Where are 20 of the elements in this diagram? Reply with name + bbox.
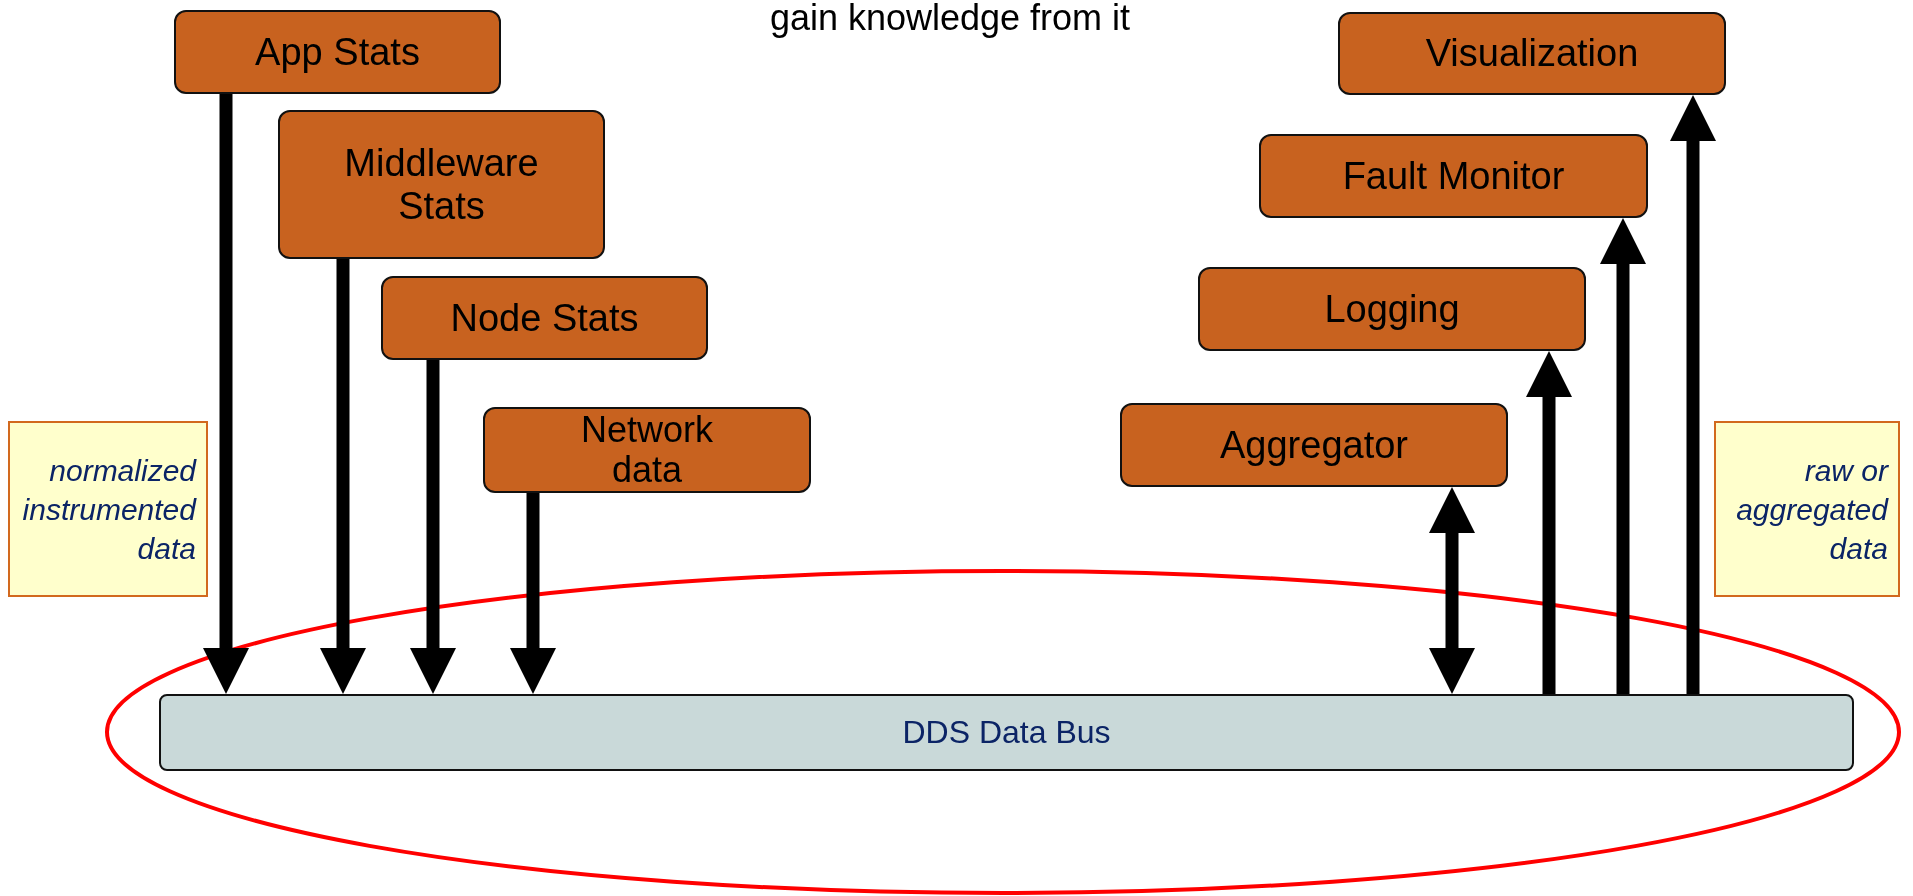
- process-box: Aggregator: [1120, 403, 1508, 487]
- data-bus-bar: DDS Data Bus: [159, 694, 1854, 771]
- process-box: Node Stats: [381, 276, 708, 360]
- note-box: raw or aggregated data: [1714, 421, 1900, 597]
- process-box: Network data: [483, 407, 811, 493]
- process-box: App Stats: [174, 10, 501, 94]
- arrow: [203, 94, 249, 694]
- arrow: [1429, 487, 1475, 694]
- process-box: Visualization: [1338, 12, 1726, 95]
- title-text: gain knowledge from it: [768, 0, 1132, 38]
- process-box: Logging: [1198, 267, 1586, 351]
- process-box: Fault Monitor: [1259, 134, 1648, 218]
- process-box: Middleware Stats: [278, 110, 605, 259]
- arrow: [1526, 351, 1572, 694]
- arrow: [1670, 95, 1716, 694]
- note-box: normalized instrumented data: [8, 421, 208, 597]
- arrow: [410, 360, 456, 694]
- arrow: [510, 493, 556, 694]
- arrow: [1600, 218, 1646, 694]
- arrow: [320, 259, 366, 694]
